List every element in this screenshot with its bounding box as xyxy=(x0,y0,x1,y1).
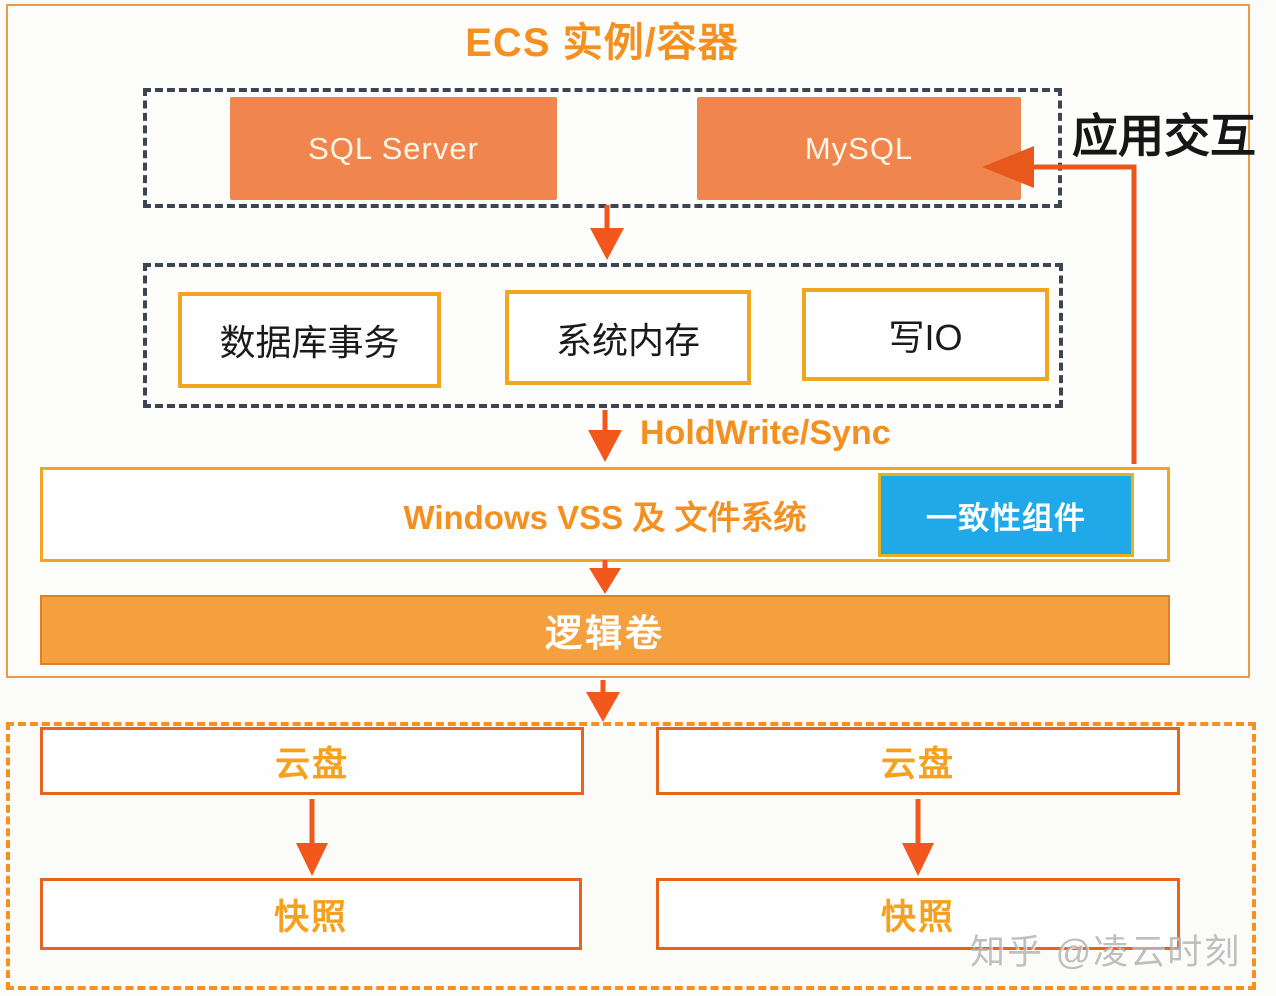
cloud-disk-right-box: 云盘 xyxy=(656,727,1180,795)
system-memory-label: 系统内存 xyxy=(555,319,700,361)
db-transaction-box: 数据库事务 xyxy=(178,292,441,388)
arrow-volume-to-storage-icon xyxy=(586,680,620,722)
holdwrite-sync-label: HoldWrite/Sync xyxy=(640,414,891,452)
vss-filesystem-label: Windows VSS 及 文件系统 xyxy=(403,498,807,536)
cloud-disk-right-label: 云盘 xyxy=(880,744,955,784)
database-layer-box xyxy=(143,88,1062,208)
storage-area-box xyxy=(6,722,1256,990)
sql-server-label: SQL Server xyxy=(308,130,479,166)
snapshot-left-label: 快照 xyxy=(273,897,348,937)
snapshot-right-label: 快照 xyxy=(880,897,955,937)
mysql-label: MySQL xyxy=(804,130,914,166)
ecs-container-title: ECS 实例/容器 xyxy=(465,21,739,65)
consistency-component-label: 一致性组件 xyxy=(926,500,1086,536)
watermark: 知乎 @凌云时刻 xyxy=(970,933,1242,972)
mysql-box: MySQL xyxy=(697,97,1021,200)
write-io-label: 写IO xyxy=(888,316,963,358)
sql-server-box: SQL Server xyxy=(230,97,557,200)
logical-volume-label: 逻辑卷 xyxy=(545,613,665,654)
write-io-box: 写IO xyxy=(802,288,1049,381)
snapshot-left-box: 快照 xyxy=(40,878,582,950)
db-transaction-label: 数据库事务 xyxy=(219,322,400,363)
app-interaction-label: 应用交互 xyxy=(1072,110,1256,162)
cloud-disk-left-box: 云盘 xyxy=(40,727,584,795)
cloud-disk-left-label: 云盘 xyxy=(274,744,349,784)
logical-volume-bar: 逻辑卷 xyxy=(40,595,1170,665)
snapshot-right-box: 快照 xyxy=(656,878,1180,950)
consistency-component-box: 一致性组件 xyxy=(878,473,1134,557)
system-memory-box: 系统内存 xyxy=(505,290,751,385)
